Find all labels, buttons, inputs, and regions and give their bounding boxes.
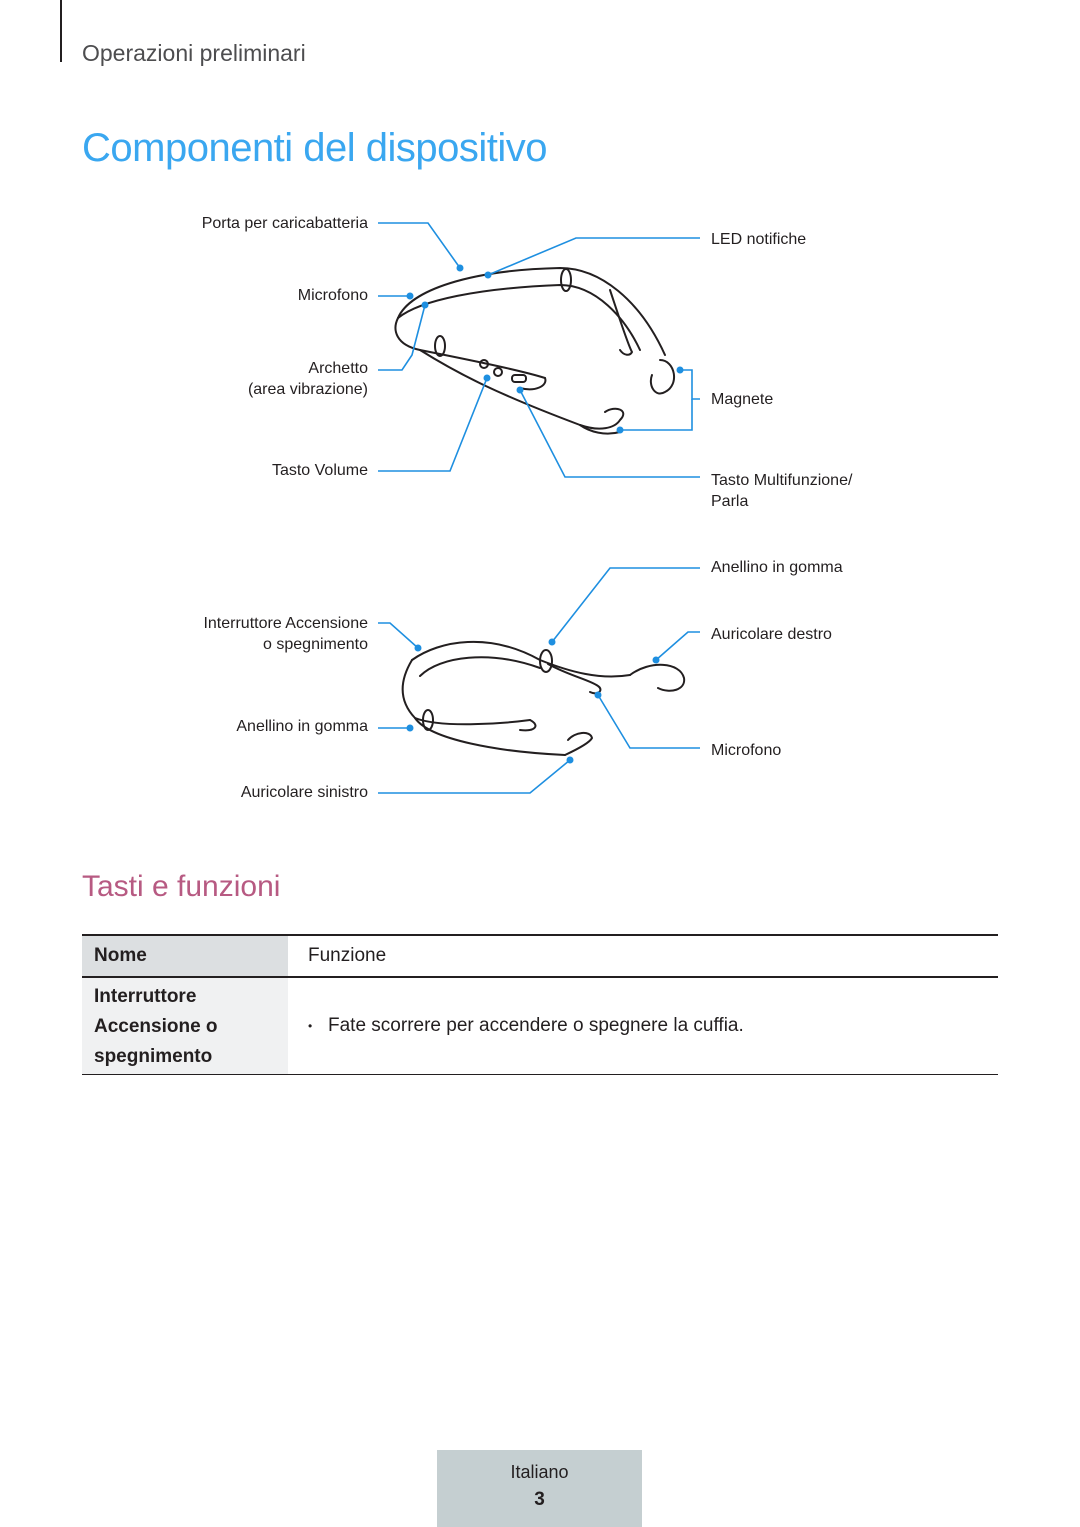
section-subtitle: Tasti e funzioni xyxy=(82,870,281,903)
label-magnet: Magnete xyxy=(711,391,774,408)
label-rubber-ring-left: Anellino in gomma xyxy=(236,718,368,735)
label-microphone-top: Microfono xyxy=(297,287,368,304)
table-row: Interruttore Accensione o spegnimento • F… xyxy=(82,977,998,1075)
device-diagram xyxy=(378,222,700,794)
label-neckband: Archetto xyxy=(308,360,368,377)
callout-lines xyxy=(378,222,700,794)
label-neckband-note: (area vibrazione) xyxy=(247,381,368,398)
key-function-cell: • Fate scorrere per accendere o spegnere … xyxy=(288,977,998,1075)
label-power-switch: Interruttore Accensione xyxy=(203,615,368,632)
label-volume-key: Tasto Volume xyxy=(271,462,368,479)
headset-top-view xyxy=(394,267,675,435)
key-function-text: Fate scorrere per accendere o spegnere l… xyxy=(328,1015,744,1036)
column-header-function: Funzione xyxy=(288,934,998,978)
label-microphone-bottom: Microfono xyxy=(711,742,782,759)
key-name-line: spegnimento xyxy=(94,1046,213,1067)
callout-dots xyxy=(406,264,684,764)
page-number: 3 xyxy=(534,1489,545,1510)
label-multifunction-key: Tasto Multifunzione/ xyxy=(711,472,853,489)
footer-language: Italiano xyxy=(510,1462,569,1482)
headset-front-view xyxy=(401,641,686,756)
section-header: Operazioni preliminari xyxy=(82,40,306,66)
key-name-line: Accensione o xyxy=(94,1016,218,1037)
label-charging-port: Porta per caricabatteria xyxy=(201,215,368,232)
label-power-switch-2: o spegnimento xyxy=(263,636,368,653)
margin-rule xyxy=(60,0,62,62)
keys-table: Nome Funzione Interruttore Accensione o … xyxy=(82,934,998,1075)
label-right-earbud: Auricolare destro xyxy=(711,626,832,643)
key-name-line: Interruttore xyxy=(94,986,197,1007)
page-footer: Italiano 3 xyxy=(437,1450,642,1527)
page-title: Componenti del dispositivo xyxy=(82,126,548,170)
label-led: LED notifiche xyxy=(711,231,807,248)
bullet-icon: • xyxy=(308,1018,313,1033)
label-multifunction-key-2: Parla xyxy=(711,493,749,510)
label-left-earbud: Auricolare sinistro xyxy=(240,784,368,801)
label-rubber-ring-right: Anellino in gomma xyxy=(711,559,843,576)
column-header-name: Nome xyxy=(82,934,288,978)
key-name-cell: Interruttore Accensione o spegnimento xyxy=(82,977,288,1075)
